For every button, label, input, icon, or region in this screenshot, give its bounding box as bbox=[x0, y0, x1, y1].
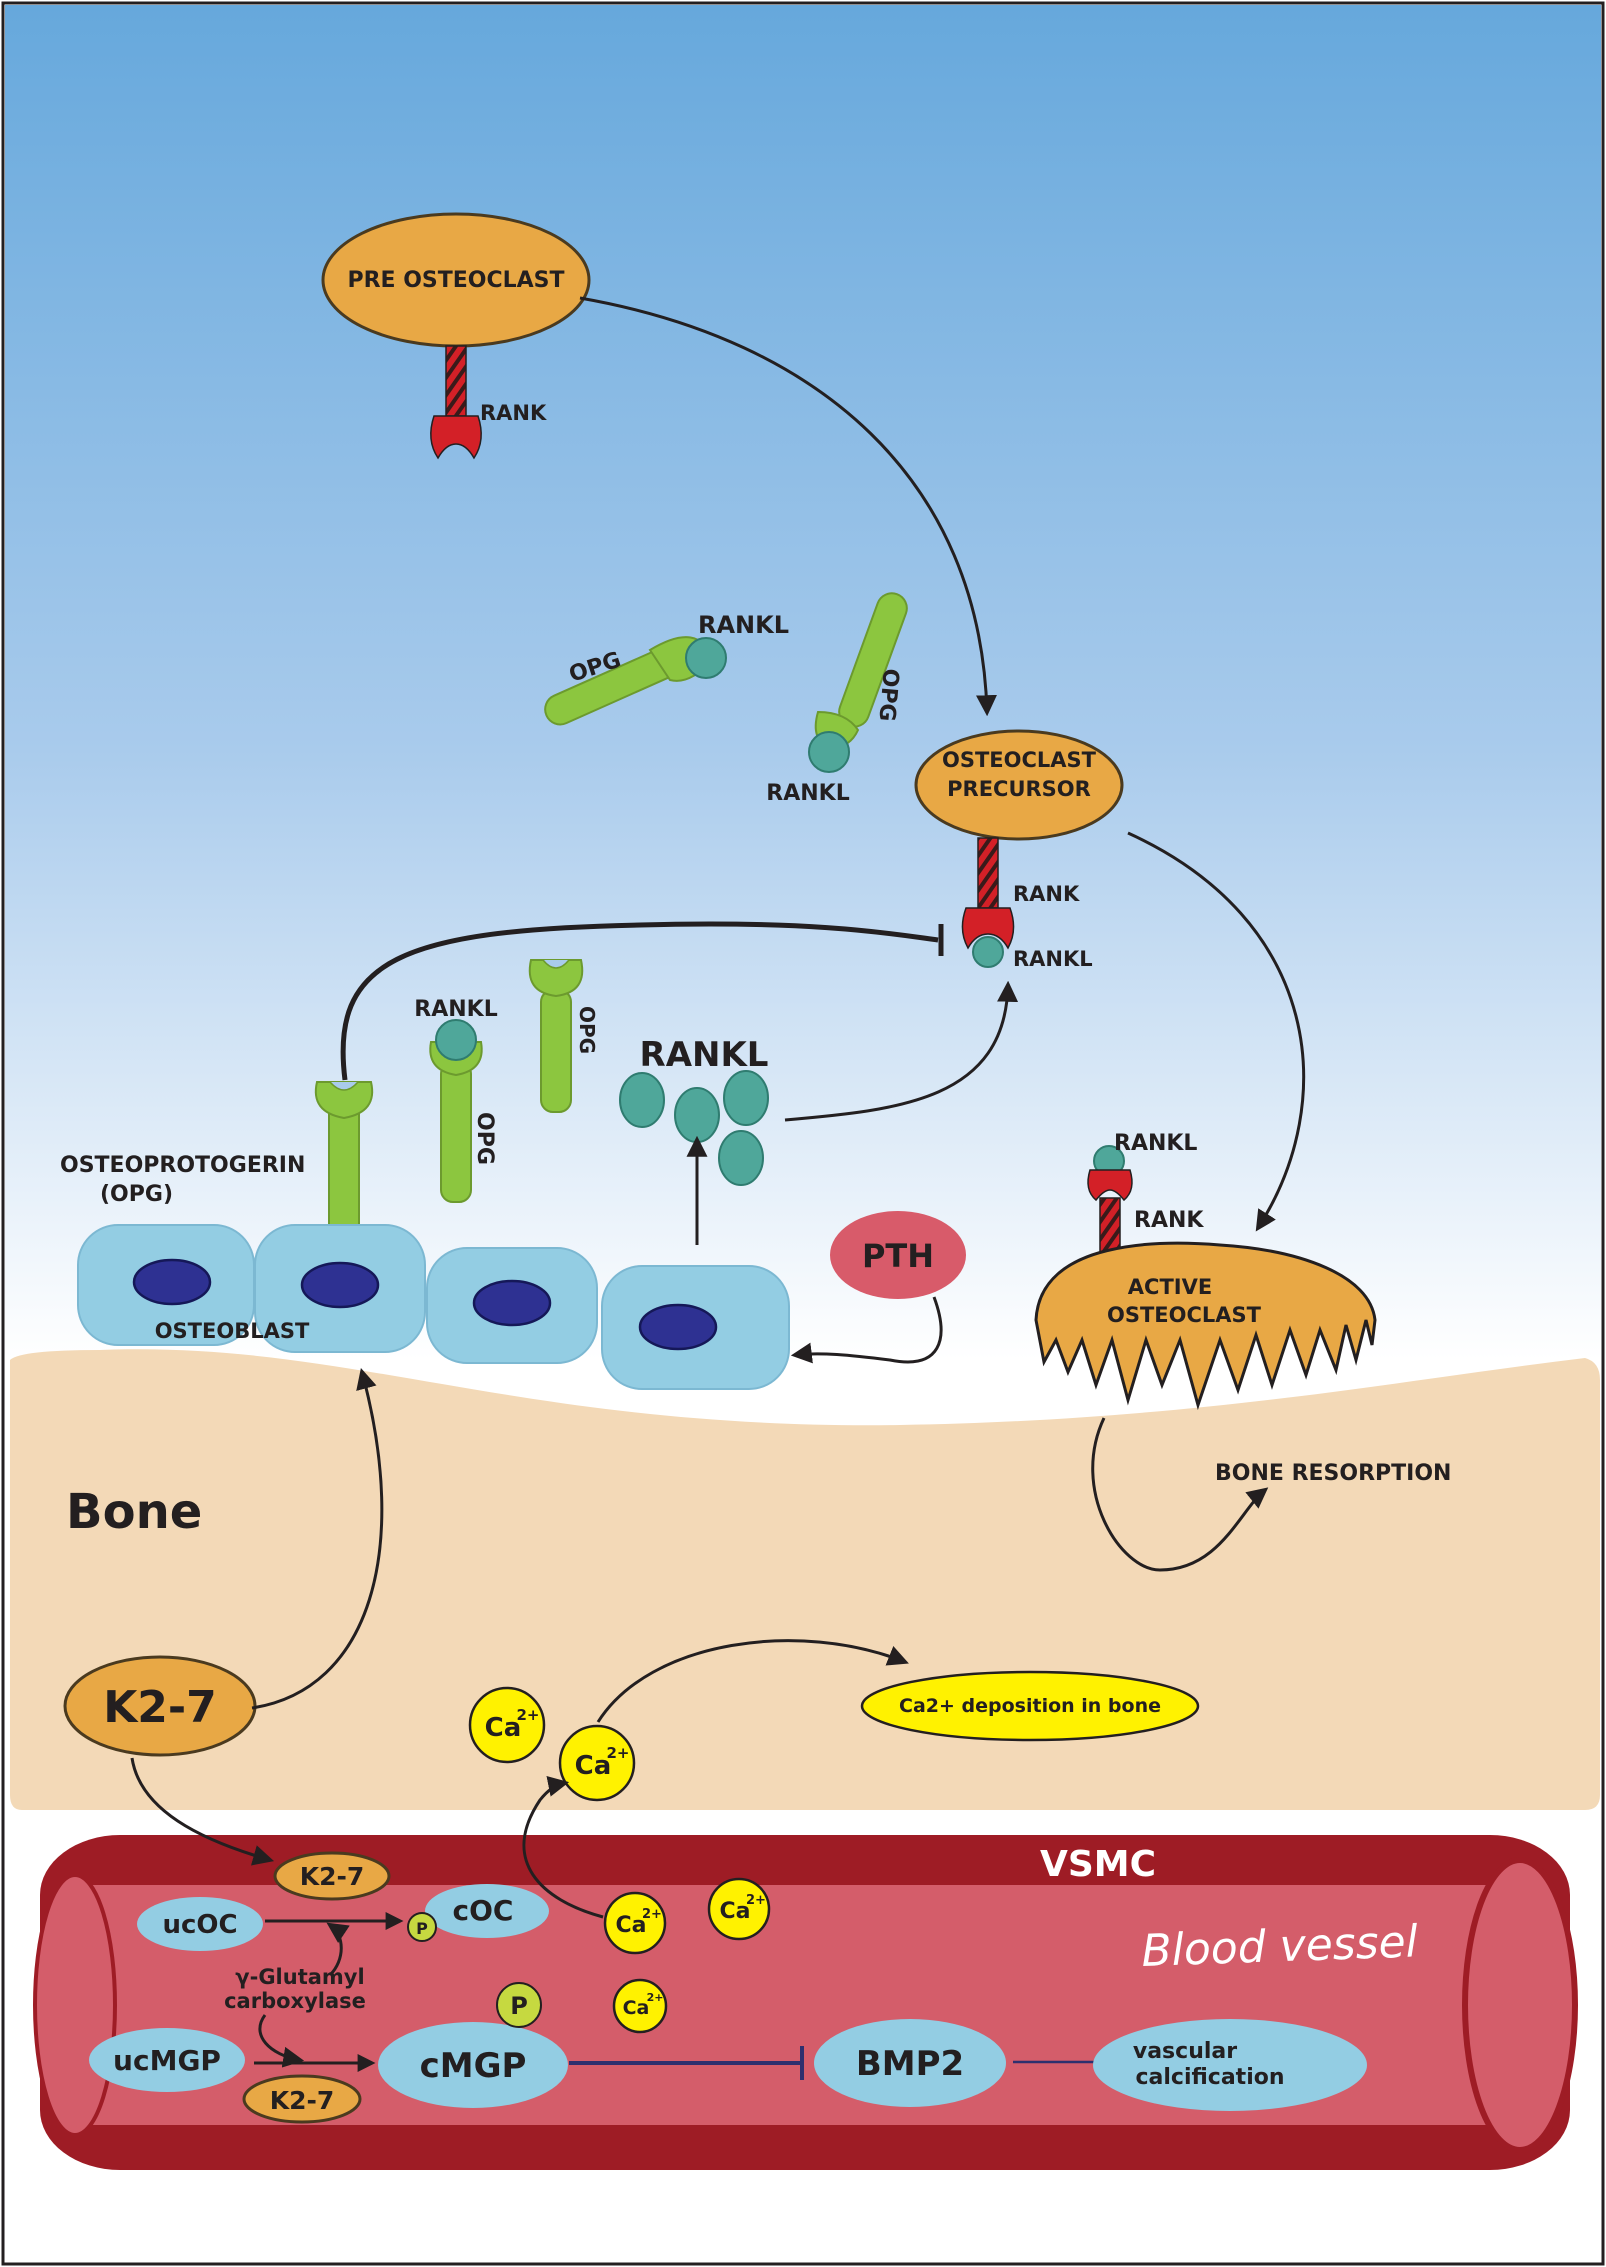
rankl-b-label: RANKL bbox=[766, 781, 849, 806]
active-osteoclast-label-1: ACTIVE bbox=[1128, 1275, 1212, 1299]
rankl-a-label: RANKL bbox=[698, 611, 789, 639]
rankl-cluster-label: RANKL bbox=[640, 1035, 769, 1075]
rankl-precursor-label: RANKL bbox=[1013, 947, 1093, 971]
arrow-preosteoclast-to-precursor bbox=[579, 296, 997, 717]
active-osteoclast bbox=[1034, 1241, 1377, 1411]
precursor-label-2: PRECURSOR bbox=[947, 777, 1091, 801]
arrow-k27-to-osteoblast bbox=[251, 1367, 384, 1710]
p-small-label: P bbox=[416, 1919, 428, 1938]
gamma-label-1: γ-Glutamyl bbox=[235, 1965, 364, 1989]
arrow-vessel-ca-to-bone-ca bbox=[522, 1776, 604, 1919]
ca-sup-2: 2+ bbox=[606, 1744, 629, 1762]
bone-region bbox=[10, 1349, 1600, 1810]
vessel-left-end bbox=[33, 1873, 117, 2137]
arrow-active-to-resorption bbox=[1091, 1417, 1269, 1572]
osteoblast-cell-3 bbox=[426, 1247, 598, 1364]
calcium-ion-1: Ca 2+ bbox=[468, 1686, 546, 1764]
arrow-precursor-to-active bbox=[1127, 831, 1306, 1232]
opg-vertical-label-1: OPG bbox=[472, 1112, 497, 1165]
opg-vertical-label-2: OPG bbox=[575, 1006, 599, 1054]
rankl-small-label: RANKL bbox=[414, 997, 497, 1022]
rank-receptor-top bbox=[430, 345, 482, 460]
rank-precursor-label: RANK bbox=[1013, 882, 1080, 906]
calcium-ion-3: Ca 2+ bbox=[603, 1891, 667, 1955]
k27-bottom bbox=[242, 2074, 362, 2124]
bmp2-label: BMP2 bbox=[856, 2044, 964, 2084]
osteoblast-cell-4 bbox=[601, 1265, 790, 1390]
opg-rankl-complex-left bbox=[544, 636, 727, 726]
osteoblast-cell-2 bbox=[254, 1224, 426, 1353]
osteoprotegerin-label-2: (OPG) bbox=[100, 1182, 173, 1207]
ca-label-2: Ca bbox=[575, 1751, 612, 1781]
osteoprotegerin-label-1: OSTEOPROTOGERIN bbox=[60, 1153, 305, 1178]
ca-label-1: Ca bbox=[485, 1713, 522, 1743]
coc-label: cOC bbox=[453, 1894, 514, 1927]
p-large-label: P bbox=[510, 1992, 528, 2020]
active-osteoclast-label-2: OSTEOCLAST bbox=[1107, 1303, 1262, 1327]
rank-active-label: RANK bbox=[1134, 1208, 1204, 1233]
arrow-gamma-to-coc bbox=[326, 1922, 350, 1977]
vsmc-label: VSMC bbox=[1040, 1844, 1156, 1885]
calcium-ion-4: Ca 2+ bbox=[707, 1877, 771, 1941]
arrow-cluster-to-rankl bbox=[784, 980, 1019, 1122]
vascular-label-2: calcification bbox=[1135, 2065, 1284, 2090]
sky-background bbox=[5, 5, 1601, 1360]
gamma-label-2: carboxylase bbox=[224, 1989, 366, 2013]
osteoblast-label: OSTEOBLAST bbox=[155, 1319, 310, 1343]
k27-main-label: K2-7 bbox=[103, 1682, 217, 1733]
osteoclast-precursor bbox=[914, 729, 1124, 841]
cmgp-label: cMGP bbox=[420, 2046, 527, 2086]
blood-vessel-label: Blood vessel bbox=[1141, 1916, 1420, 1977]
rank-top-label: RANK bbox=[480, 401, 547, 425]
bone-resorption-label: BONE RESORPTION bbox=[1215, 1461, 1451, 1486]
ca-label-5: Ca bbox=[623, 1997, 650, 2019]
opg-floating-vertical bbox=[528, 959, 584, 1113]
k27-bottom-label: K2-7 bbox=[270, 2086, 335, 2115]
rank-receptor-precursor bbox=[961, 837, 1015, 968]
pth-oval bbox=[830, 1211, 966, 1299]
opg-rankl-complex-right bbox=[808, 592, 908, 773]
rankl-cluster bbox=[619, 1070, 769, 1186]
opg-rankl-on-cell-2 bbox=[429, 1019, 483, 1203]
ca-sup-5: 2+ bbox=[647, 1991, 664, 2004]
ca-label-4: Ca bbox=[720, 1899, 751, 1924]
ca-sup-1: 2+ bbox=[516, 1706, 539, 1724]
bmp2-oval bbox=[814, 2019, 1006, 2107]
arrow-pth-to-osteoblast bbox=[790, 1296, 943, 1364]
vascular-calcification-oval bbox=[1093, 2019, 1367, 2111]
coc-oval bbox=[425, 1884, 549, 1938]
p-small-circle bbox=[407, 1912, 437, 1942]
p-large-circle bbox=[496, 1982, 542, 2028]
k27-top-label: K2-7 bbox=[300, 1862, 365, 1891]
k27-top bbox=[273, 1851, 391, 1901]
arrow-calcium-to-deposition bbox=[596, 1639, 909, 1723]
rankl-active-label: RANKL bbox=[1114, 1131, 1197, 1156]
ca-sup-3: 2+ bbox=[642, 1907, 662, 1922]
cmgp-oval bbox=[378, 2022, 568, 2108]
pth-label: PTH bbox=[862, 1237, 934, 1275]
ucoc-oval bbox=[137, 1897, 263, 1951]
opg-b-label: OPG bbox=[873, 667, 903, 722]
opg-on-cell-1 bbox=[314, 1081, 374, 1226]
ucoc-label: ucOC bbox=[162, 1910, 237, 1940]
vascular-label-1: vascular bbox=[1133, 2039, 1237, 2064]
calcium-ion-2: Ca 2+ bbox=[558, 1724, 636, 1802]
arrow-k27-to-vsmc bbox=[130, 1757, 275, 1866]
calcium-ion-5: Ca 2+ bbox=[612, 1978, 668, 2034]
bone-label: Bone bbox=[66, 1484, 202, 1540]
rank-receptor-active bbox=[1087, 1145, 1133, 1259]
arrow-gamma-to-cmgp bbox=[258, 2014, 305, 2068]
ca-deposition-oval bbox=[860, 1670, 1200, 1742]
ca-sup-4: 2+ bbox=[746, 1893, 766, 1908]
ucmgp-oval bbox=[89, 2028, 245, 2092]
inhibition-opg-to-rankl bbox=[340, 921, 939, 1081]
ca-label-3: Ca bbox=[616, 1913, 647, 1938]
ucmgp-label: ucMGP bbox=[113, 2044, 221, 2077]
precursor-label-1: OSTEOCLAST bbox=[942, 748, 1097, 772]
pre-osteoclast-label: PRE OSTEOCLAST bbox=[347, 268, 564, 293]
ca-deposition-label: Ca2+ deposition in bone bbox=[899, 1695, 1161, 1717]
vessel-right-end bbox=[1462, 1857, 1578, 2153]
